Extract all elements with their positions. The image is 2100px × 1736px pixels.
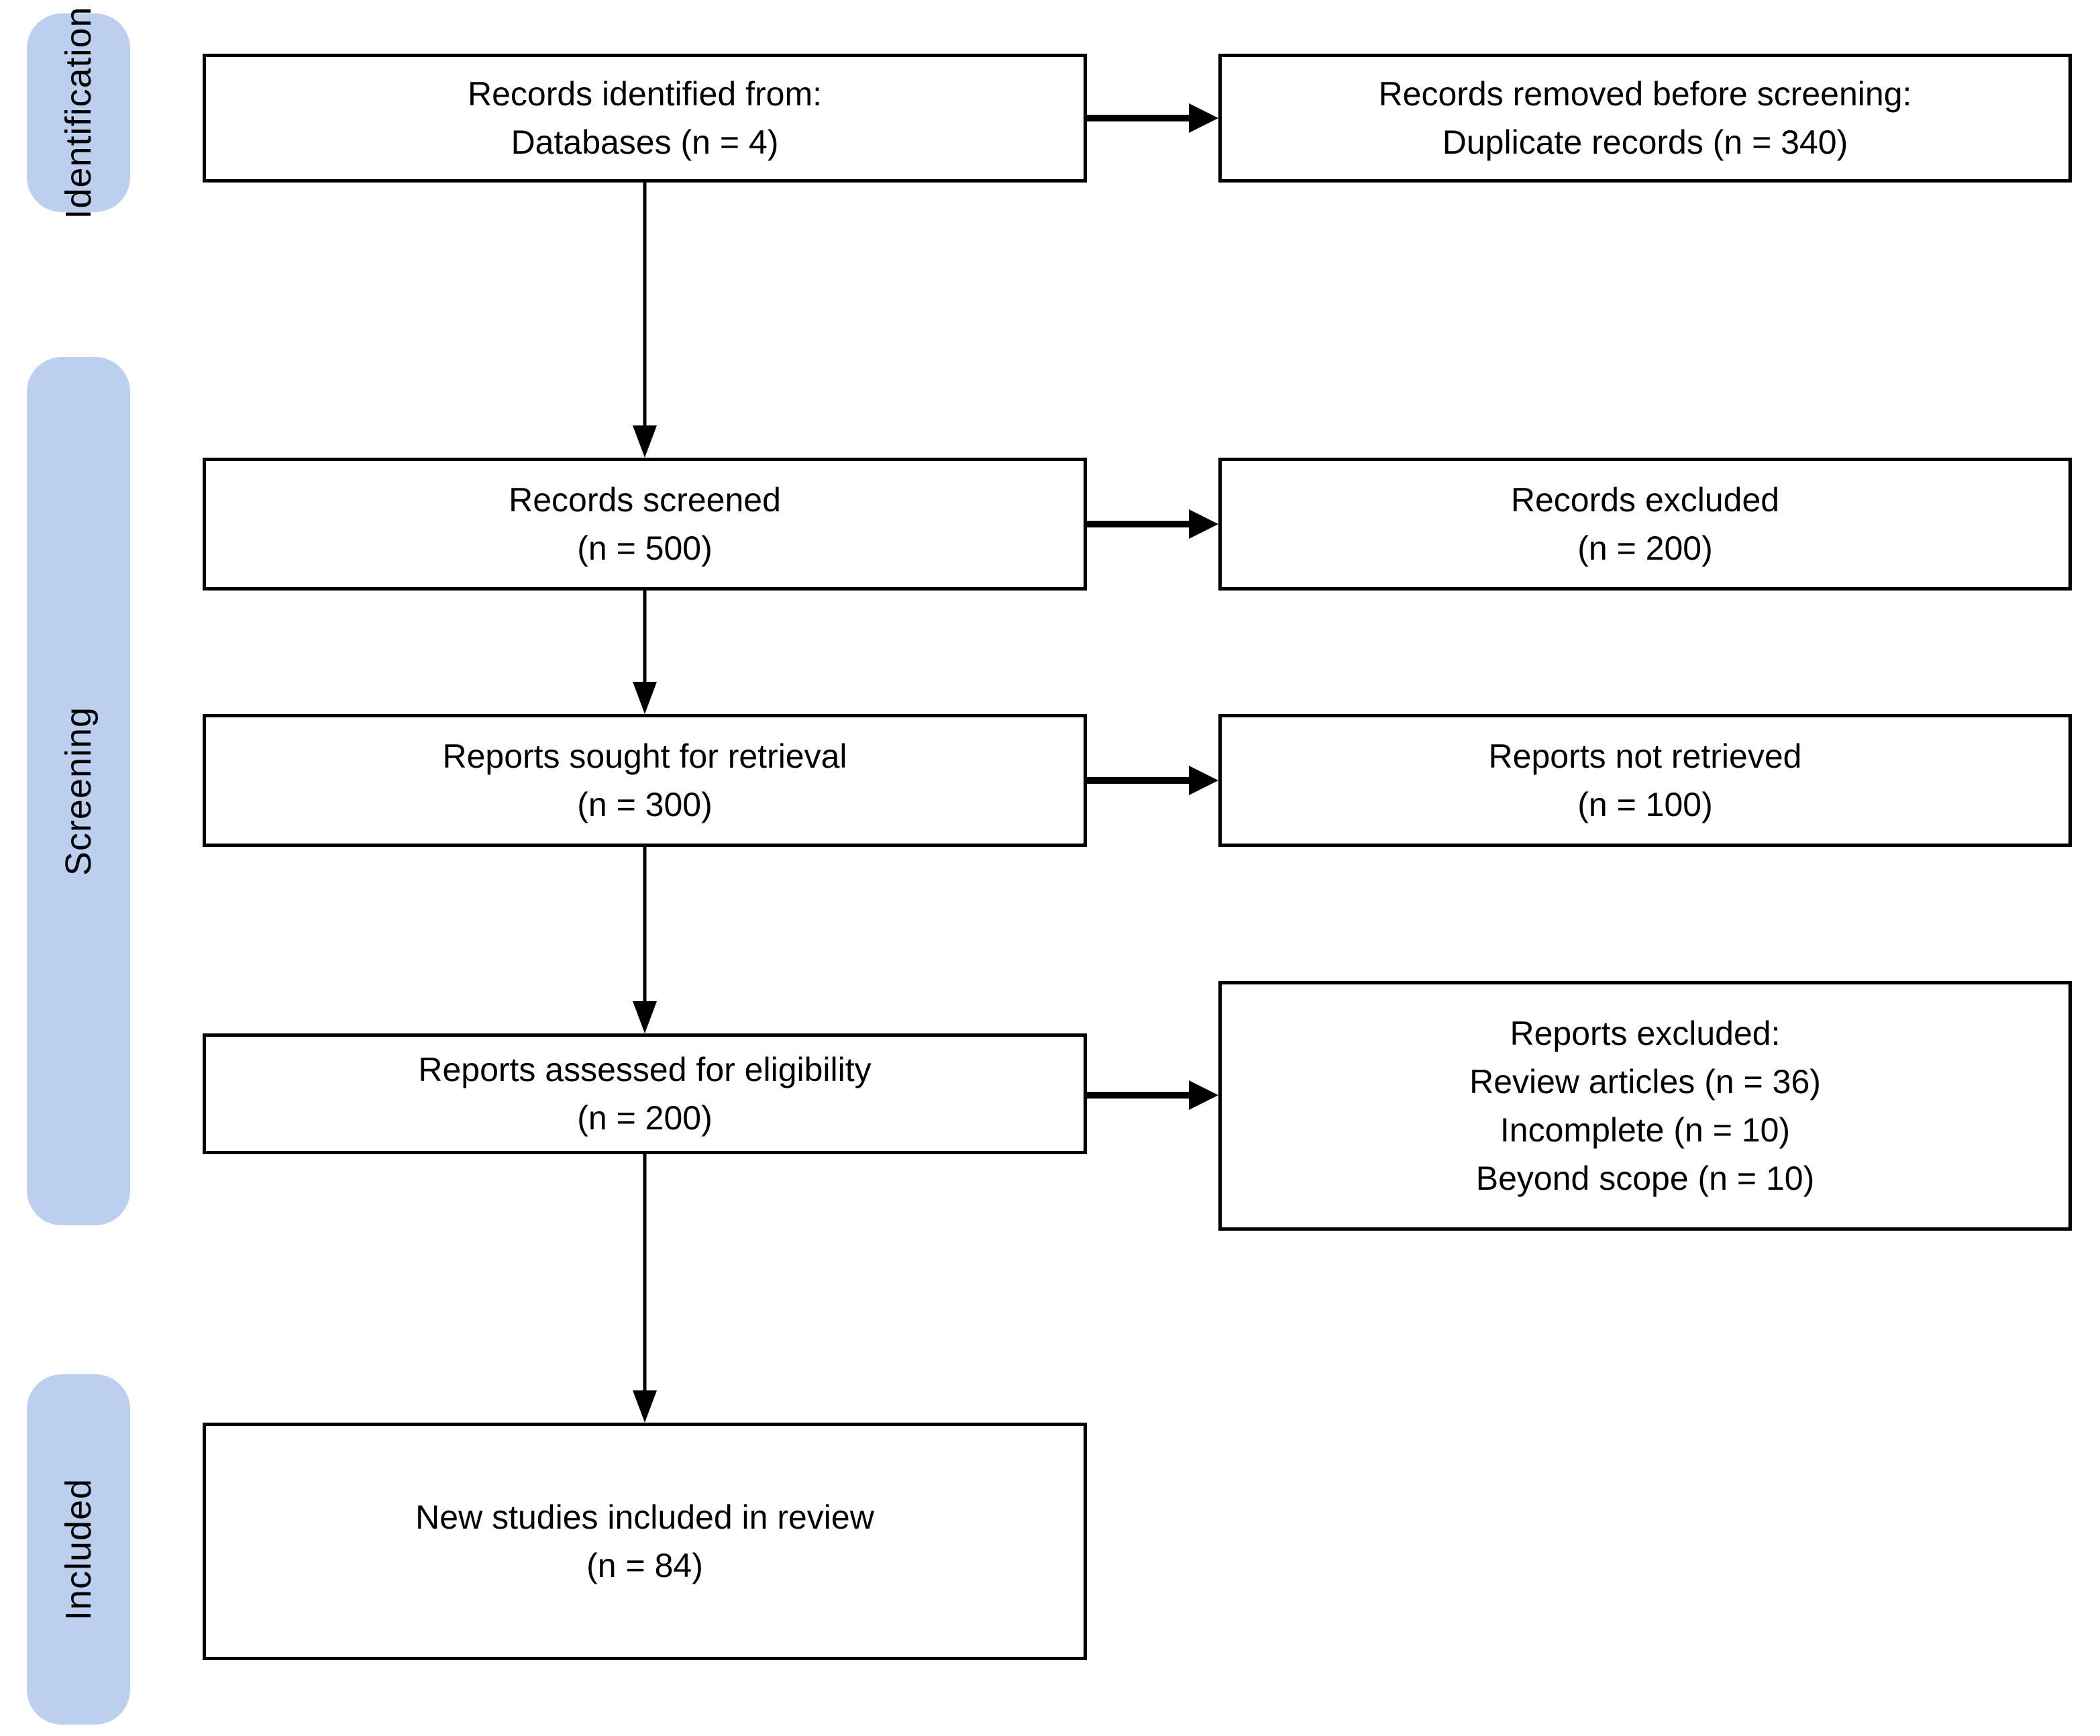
box-reports-excluded-line2: Review articles (n = 36) — [1469, 1063, 1821, 1101]
box-records-removed: Records removed before screening: Duplic… — [1218, 54, 2072, 183]
box-reports-excluded-line1: Reports excluded: — [1510, 1015, 1781, 1052]
box-records-identified: Records identified from: Databases (n = … — [203, 54, 1087, 183]
box-records-excluded-line1: Records excluded — [1510, 481, 1780, 519]
arrow-sought-to-assessed — [633, 847, 657, 1033]
box-new-studies-included: New studies included in review (n = 84) — [203, 1423, 1087, 1660]
box-reports-excluded-line4: Beyond scope (n = 10) — [1475, 1160, 1815, 1197]
arrow-screened-to-excluded — [1087, 509, 1218, 539]
box-reports-excluded: Reports excluded: Review articles (n = 3… — [1218, 981, 2072, 1231]
box-reports-not-retrieved-line2: (n = 100) — [1577, 786, 1713, 823]
stage-included: Included — [27, 1374, 130, 1725]
arrow-identified-to-screened — [633, 183, 657, 458]
box-new-studies-included-line2: (n = 84) — [586, 1547, 703, 1584]
arrow-identified-to-removed — [1087, 103, 1218, 133]
box-reports-assessed: Reports assessed for eligibility (n = 20… — [203, 1033, 1087, 1154]
box-new-studies-included-line1: New studies included in review — [415, 1498, 874, 1536]
arrow-assessed-to-excluded — [1087, 1080, 1218, 1110]
stage-screening-label: Screening — [58, 706, 99, 876]
box-reports-not-retrieved-line1: Reports not retrieved — [1488, 737, 1802, 775]
box-records-removed-line1: Records removed before screening: — [1378, 75, 1912, 113]
stage-identification: Identification — [27, 6, 130, 219]
box-reports-excluded-line3: Incomplete (n = 10) — [1500, 1111, 1791, 1149]
box-reports-sought: Reports sought for retrieval (n = 300) — [203, 714, 1087, 847]
box-records-excluded-line2: (n = 200) — [1577, 529, 1713, 567]
arrow-assessed-to-included — [633, 1154, 657, 1423]
box-reports-sought-line2: (n = 300) — [577, 786, 713, 823]
box-records-identified-line1: Records identified from: — [467, 75, 822, 113]
box-records-screened-line2: (n = 500) — [577, 529, 713, 567]
stage-screening: Screening — [27, 357, 130, 1225]
arrow-sought-to-not-retrieved — [1087, 766, 1218, 795]
box-reports-not-retrieved: Reports not retrieved (n = 100) — [1218, 714, 2072, 847]
box-reports-assessed-line1: Reports assessed for eligibility — [418, 1051, 872, 1088]
box-records-removed-line2: Duplicate records (n = 340) — [1442, 123, 1848, 161]
box-reports-sought-line1: Reports sought for retrieval — [442, 737, 847, 775]
arrow-screened-to-sought — [633, 591, 657, 714]
box-records-identified-line2: Databases (n = 4) — [511, 123, 779, 161]
stage-identification-label: Identification — [58, 6, 99, 219]
box-records-screened: Records screened (n = 500) — [203, 458, 1087, 591]
box-records-screened-line1: Records screened — [509, 481, 781, 519]
box-records-excluded: Records excluded (n = 200) — [1218, 458, 2072, 591]
stage-included-label: Included — [58, 1478, 99, 1621]
box-reports-assessed-line2: (n = 200) — [577, 1099, 713, 1137]
